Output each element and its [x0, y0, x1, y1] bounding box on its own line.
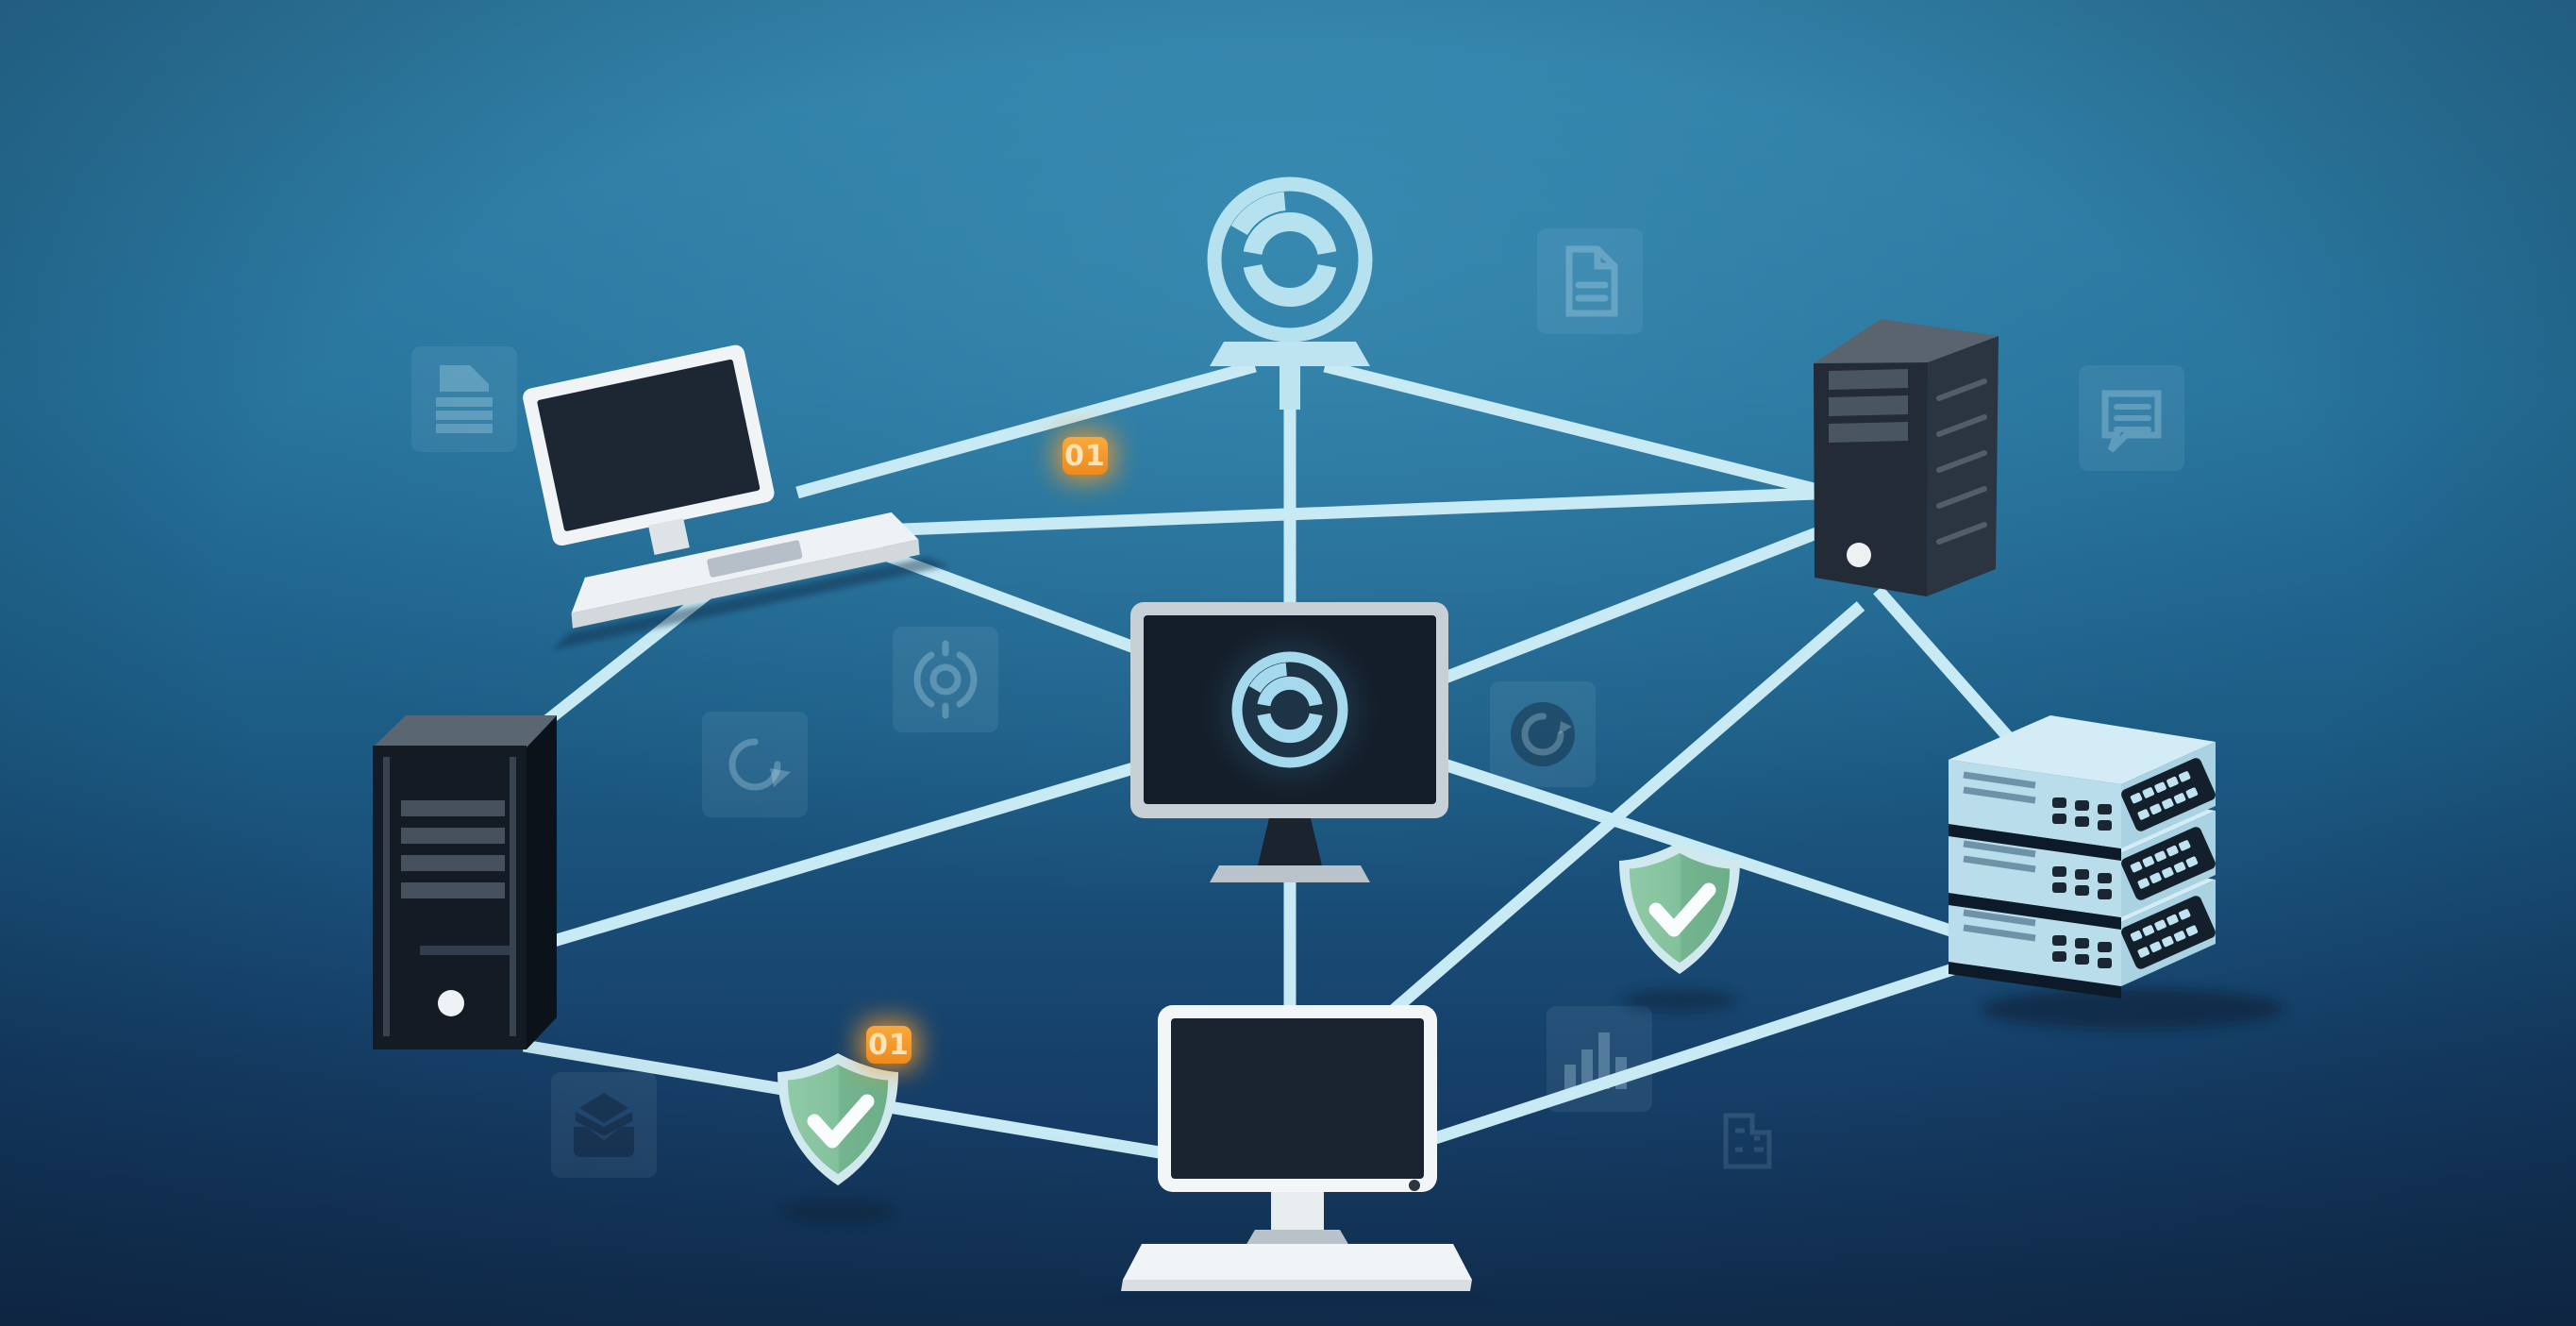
tower-drive-bays	[401, 800, 505, 898]
bottom-monitor-screen	[1171, 1018, 1424, 1179]
network-switch-stack	[1949, 715, 2283, 1030]
hub-outer-ring	[1207, 176, 1373, 343]
server-side-face	[1927, 336, 1999, 596]
central-sync-monitor	[1130, 602, 1448, 882]
badge-body	[866, 1026, 912, 1064]
bottom-keyboard-edge	[1121, 1280, 1472, 1291]
bottom-keyboard-top	[1123, 1244, 1472, 1280]
tower-slot	[420, 946, 510, 955]
server-top-face	[1814, 319, 1999, 363]
hub-base	[1210, 342, 1370, 366]
screen-glow	[1222, 642, 1358, 778]
sync-hub-device	[1207, 176, 1373, 410]
bottom-monitor-camera-dot	[1409, 1180, 1420, 1191]
server-side-vents	[1936, 378, 1987, 545]
keyboard-touchpad	[707, 540, 803, 578]
server-drive-bays	[1829, 369, 1908, 443]
tower-side-face	[527, 715, 557, 1049]
hub-sync-icon	[1230, 192, 1337, 307]
badge-label: 01	[1064, 440, 1106, 473]
tower-top-face	[373, 715, 557, 747]
data-badge-top: 01	[1057, 432, 1113, 479]
switch-stack-shadow	[1982, 988, 2283, 1030]
device-nodes-layer: 01 01	[373, 176, 2283, 1304]
data-badge-shield-left: 01	[861, 1021, 917, 1068]
central-monitor-base	[1210, 865, 1370, 882]
tower-strip-right	[510, 757, 516, 1036]
monitor-stand	[647, 517, 690, 556]
hub-stem	[1280, 364, 1300, 410]
keyboard-shadow	[552, 557, 949, 650]
server-tower-top-right	[1814, 319, 1999, 596]
central-monitor-stand	[1258, 818, 1322, 865]
bottom-keyboard-shadow	[1104, 1293, 1491, 1304]
bottom-monitor-riser	[1246, 1230, 1349, 1246]
desktop-monitor-bottom	[1104, 1005, 1491, 1304]
monitor-screen	[537, 359, 761, 531]
tower-power-button	[438, 990, 464, 1016]
desktop-computer-top-left	[523, 344, 949, 650]
server-power-button	[1847, 543, 1871, 567]
tower-strip-left	[383, 757, 390, 1036]
screen-sync-icon	[1231, 651, 1348, 768]
keyboard-edge	[571, 539, 920, 629]
bottom-monitor-neck	[1271, 1192, 1324, 1232]
tower-pc-left	[373, 715, 557, 1049]
badge-body	[1062, 437, 1108, 475]
server-front-face	[1814, 362, 1928, 596]
badge-label: 01	[868, 1029, 910, 1062]
